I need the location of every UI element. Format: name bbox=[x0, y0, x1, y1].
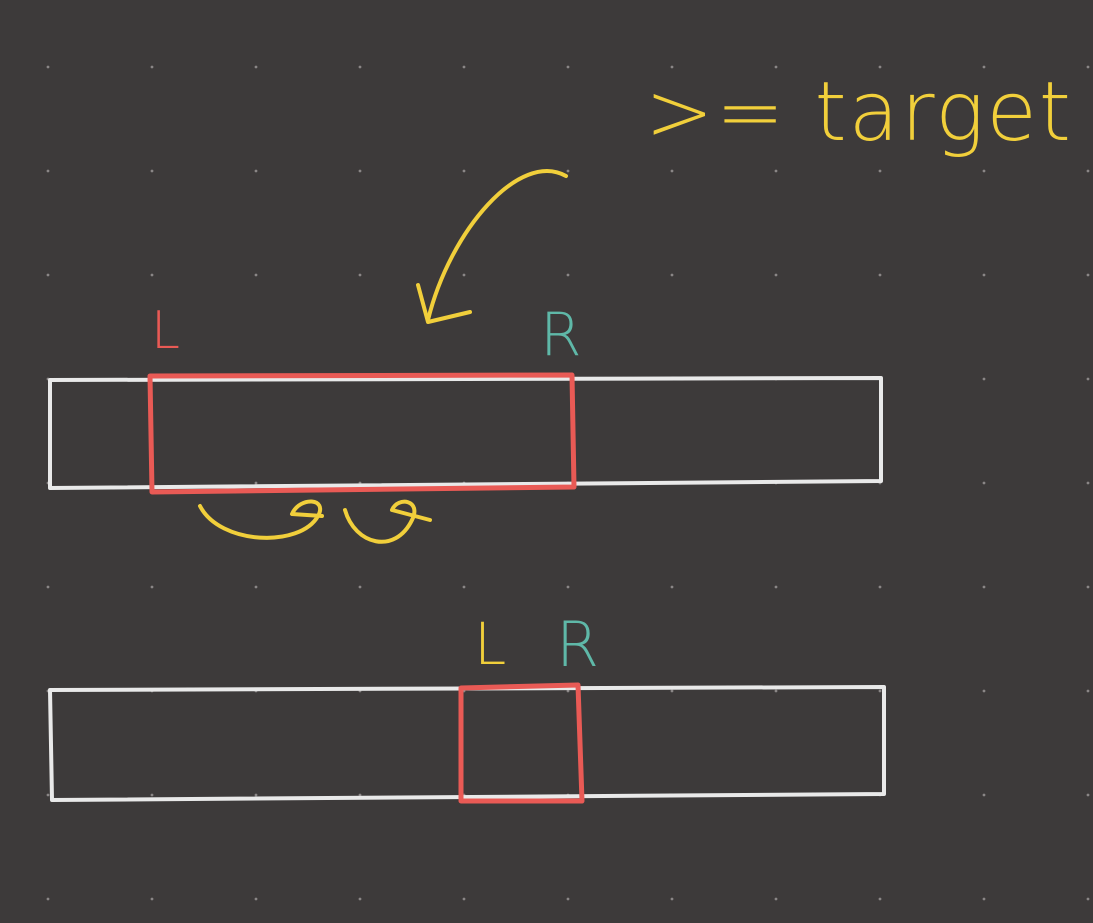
grid-dot bbox=[358, 65, 362, 69]
grid-dot bbox=[566, 689, 570, 693]
bottom-window-outline bbox=[458, 682, 585, 804]
grid-dot bbox=[358, 169, 362, 173]
grid-dot bbox=[982, 169, 986, 173]
grid-dot bbox=[46, 793, 50, 797]
grid-dot bbox=[254, 897, 258, 901]
grid-dot bbox=[462, 169, 466, 173]
grid-dot bbox=[150, 897, 154, 901]
bottom-left-pointer-label: L bbox=[474, 610, 506, 678]
grid-dot bbox=[670, 689, 674, 693]
grid-dot bbox=[358, 585, 362, 589]
top-array-diagram: L R >= target bbox=[48, 65, 1073, 544]
grid-dot bbox=[1086, 273, 1090, 277]
grid-dot bbox=[982, 689, 986, 693]
grid-dot bbox=[774, 65, 778, 69]
grid-dot bbox=[1086, 897, 1090, 901]
grid-dot bbox=[982, 585, 986, 589]
grid-dot bbox=[150, 273, 154, 277]
grid-dot bbox=[774, 689, 778, 693]
curly-shift-arrows-icon bbox=[198, 499, 432, 544]
grid-dot bbox=[358, 793, 362, 797]
grid-dot bbox=[254, 585, 258, 589]
grid-dot bbox=[566, 273, 570, 277]
grid-dot bbox=[358, 273, 362, 277]
grid-dot bbox=[1086, 793, 1090, 797]
grid-dot bbox=[878, 273, 882, 277]
grid-dot bbox=[150, 585, 154, 589]
curved-arrow-icon bbox=[416, 169, 568, 324]
grid-dot bbox=[462, 273, 466, 277]
grid-dot bbox=[670, 273, 674, 277]
top-right-pointer-label: R bbox=[540, 300, 582, 370]
grid-dot bbox=[878, 65, 882, 69]
grid-dot bbox=[254, 273, 258, 277]
grid-dot bbox=[46, 169, 50, 173]
grid-dot bbox=[254, 169, 258, 173]
bottom-array-outline bbox=[48, 685, 886, 802]
grid-dot bbox=[670, 65, 674, 69]
bottom-right-pointer-label: R bbox=[556, 608, 599, 681]
grid-dot bbox=[150, 169, 154, 173]
top-window-outline bbox=[147, 372, 577, 495]
grid-dot bbox=[358, 897, 362, 901]
grid-dot bbox=[670, 897, 674, 901]
grid-dot bbox=[774, 169, 778, 173]
grid-dot bbox=[462, 65, 466, 69]
grid-dot bbox=[1086, 689, 1090, 693]
grid-dot bbox=[1086, 65, 1090, 69]
grid-dot bbox=[670, 169, 674, 173]
grid-dot bbox=[982, 273, 986, 277]
grid-dot bbox=[566, 65, 570, 69]
grid-dot bbox=[670, 585, 674, 589]
top-left-pointer-label: L bbox=[151, 301, 180, 361]
grid-dot bbox=[982, 793, 986, 797]
grid-dot bbox=[774, 585, 778, 589]
grid-dot bbox=[462, 585, 466, 589]
grid-dot bbox=[982, 897, 986, 901]
grid-dot bbox=[982, 481, 986, 485]
grid-dot bbox=[878, 169, 882, 173]
grid-dot bbox=[878, 585, 882, 589]
grid-dot bbox=[1086, 481, 1090, 485]
grid-dot bbox=[46, 65, 50, 69]
grid-dot bbox=[566, 585, 570, 589]
grid-dot bbox=[254, 481, 258, 485]
grid-dot bbox=[982, 65, 986, 69]
grid-dot bbox=[566, 897, 570, 901]
grid-dot bbox=[46, 273, 50, 277]
grid-dot bbox=[254, 793, 258, 797]
grid-dot bbox=[774, 897, 778, 901]
top-array-outline bbox=[48, 376, 883, 490]
grid-dot bbox=[566, 169, 570, 173]
grid-dot bbox=[46, 897, 50, 901]
grid-dot bbox=[1086, 585, 1090, 589]
grid-dot bbox=[1086, 377, 1090, 381]
condition-text: >= target bbox=[645, 65, 1073, 160]
grid-dot bbox=[878, 897, 882, 901]
grid-dot bbox=[150, 65, 154, 69]
bottom-array-diagram: L R bbox=[48, 608, 886, 804]
grid-dot bbox=[1086, 169, 1090, 173]
grid-dot bbox=[462, 897, 466, 901]
grid-dot bbox=[878, 689, 882, 693]
grid-dot bbox=[774, 273, 778, 277]
grid-dot bbox=[982, 377, 986, 381]
grid-dot bbox=[150, 793, 154, 797]
grid-dot bbox=[254, 65, 258, 69]
grid-dot bbox=[46, 585, 50, 589]
